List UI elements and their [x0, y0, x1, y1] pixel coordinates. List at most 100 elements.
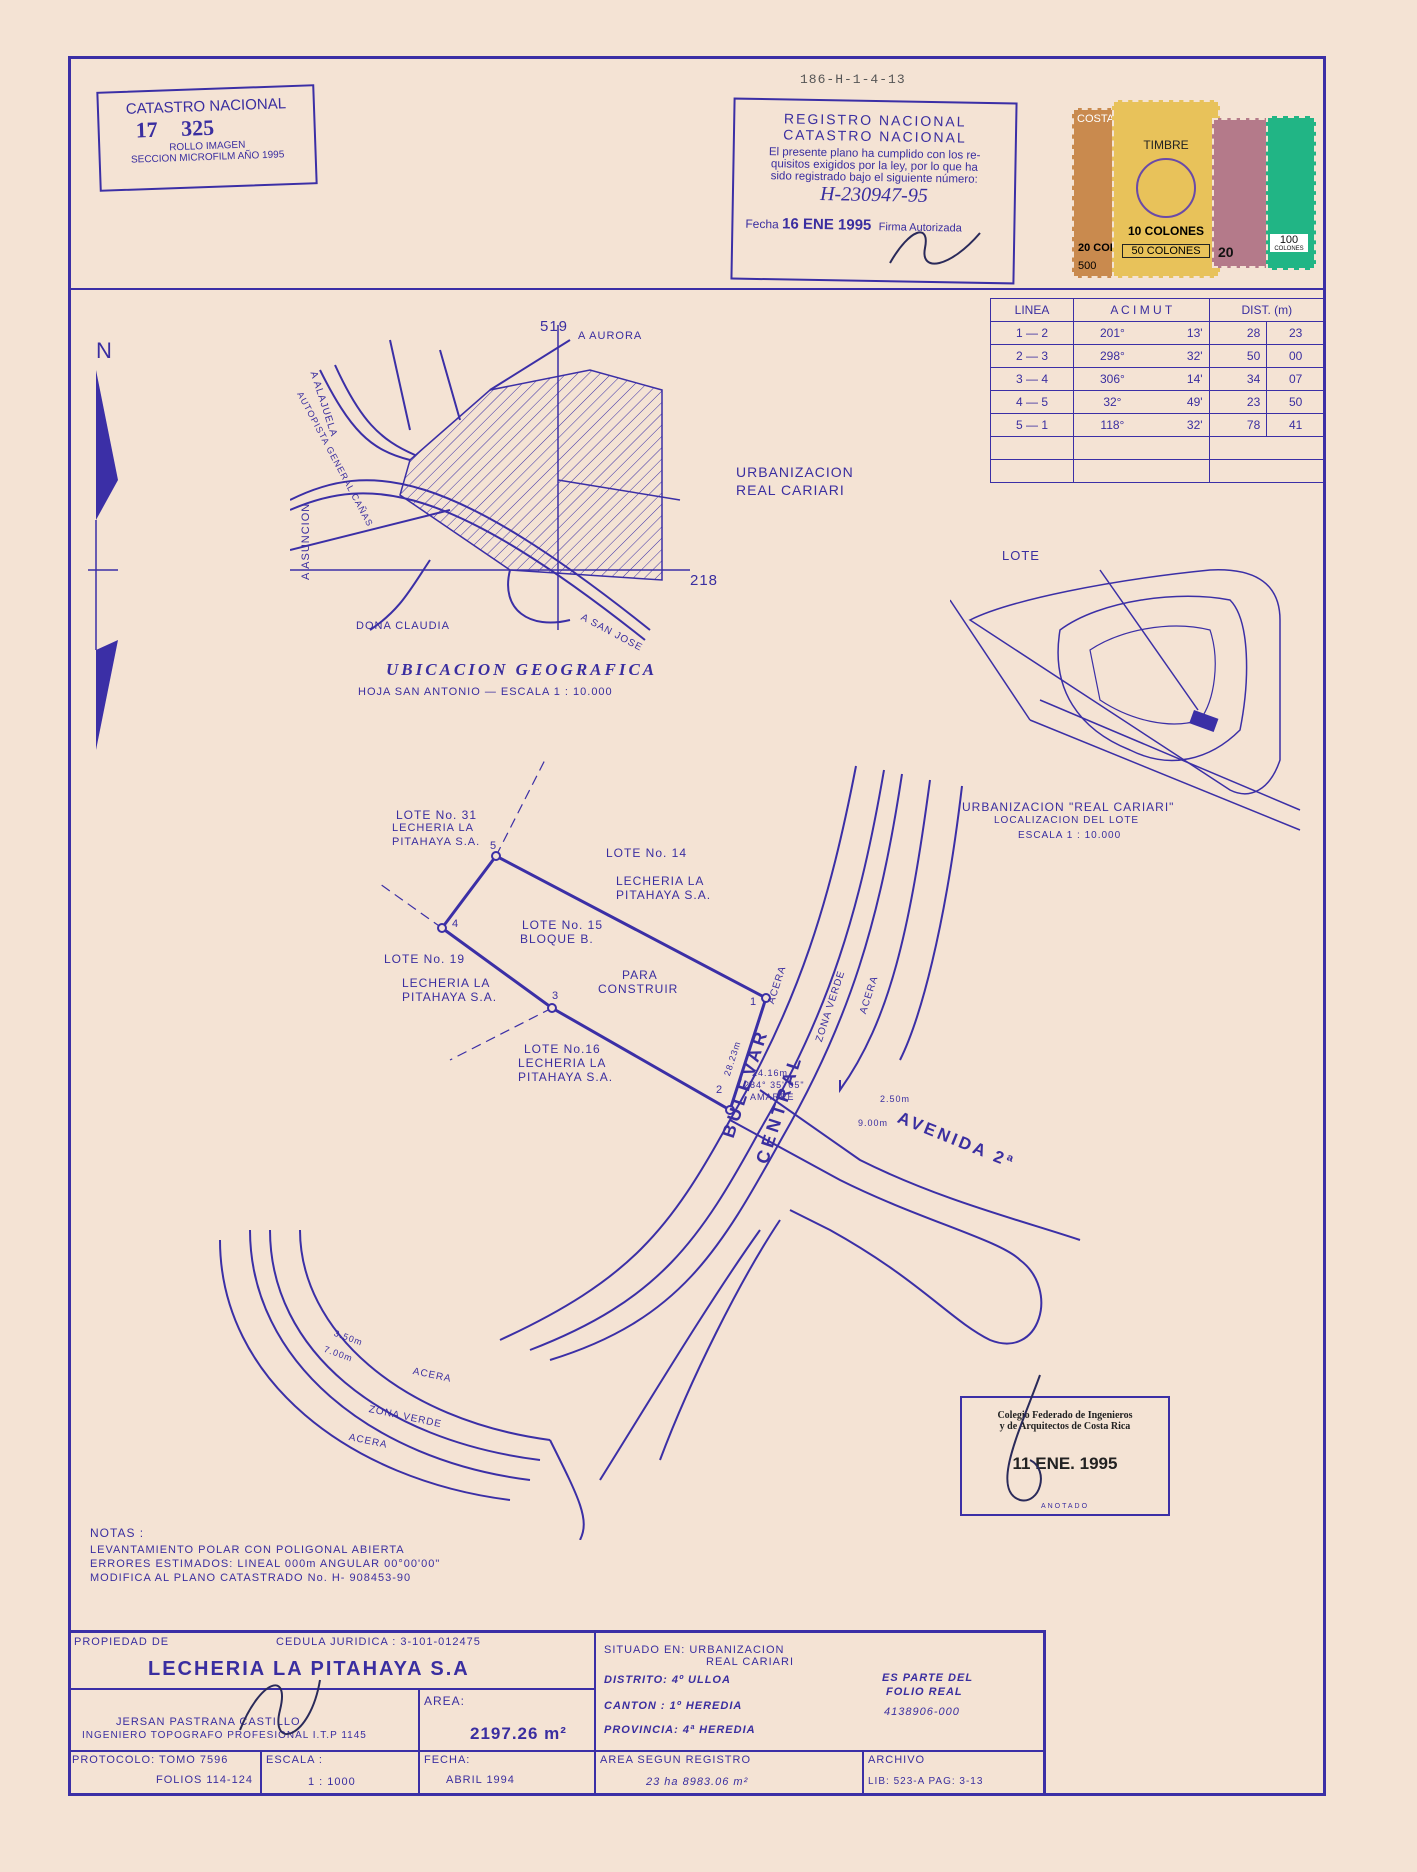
- row-grados: 32°: [1072, 390, 1151, 414]
- fiscal-stamp-50-value: 50 COLONES: [1122, 244, 1210, 258]
- row-linea: 2 — 3: [990, 344, 1074, 368]
- row-linea: 4 — 5: [990, 390, 1074, 414]
- row-centimetros: 23: [1266, 321, 1325, 345]
- engineer-title: INGENIERO TOPOGRAFO PROFESIONAL I.T.P 11…: [82, 1730, 367, 1741]
- azimuth-table: LINEA A C I M U T DIST. (m) 1 — 2 201° 1…: [990, 298, 1326, 483]
- width-900: 9.00m: [858, 1118, 889, 1128]
- row-grados: 201°: [1072, 321, 1151, 345]
- fiscal-stamp-10: TIMBRE 10 COLONES 50 COLONES: [1112, 100, 1220, 278]
- lote-14-owner-1: LECHERIA LA: [616, 874, 705, 888]
- lote-16-label: LOTE No.16: [524, 1042, 601, 1056]
- situado-label: SITUADO EN: URBANIZACION: [604, 1644, 785, 1656]
- row-metros: 28: [1208, 321, 1268, 345]
- folio-real-number: 4138906-000: [884, 1706, 960, 1718]
- construir-label: CONSTRUIR: [598, 982, 679, 996]
- engineer-signature-icon: [239, 1679, 321, 1735]
- area-registro-label: AREA SEGUN REGISTRO: [600, 1754, 752, 1766]
- row-linea: 1 — 2: [990, 321, 1074, 345]
- row-centimetros: 41: [1266, 413, 1325, 437]
- archivo-label: ARCHIVO: [868, 1754, 926, 1766]
- cedula-juridica: CEDULA JURIDICA : 3-101-012475: [276, 1636, 481, 1648]
- real-cariari-label: REAL CARIARI: [736, 482, 845, 498]
- folio-real-line-1: ES PARTE DEL: [882, 1672, 974, 1684]
- colegio-signature-icon: [1006, 1374, 1042, 1502]
- plan-code: 186-H-1-4-13: [800, 72, 906, 87]
- amarre-label: AMARRE: [750, 1092, 795, 1102]
- row-linea: 5 — 1: [990, 413, 1074, 437]
- lote-label: LOTE: [1002, 548, 1040, 563]
- seal-icon: [1136, 158, 1196, 218]
- colegio-anotado: ANOTADO: [1040, 1503, 1090, 1510]
- title-block: [68, 1630, 1046, 1796]
- fiscal-stamp-100-value: 100: [1279, 234, 1299, 246]
- point-1: 1: [750, 996, 758, 1008]
- situado-value: REAL CARIARI: [706, 1656, 795, 1668]
- row-minutos: 13': [1150, 321, 1210, 345]
- ubicacion-subtitle: HOJA SAN ANTONIO — ESCALA 1 : 10.000: [358, 686, 613, 698]
- lote-31-owner-2: PITAHAYA S.A.: [392, 836, 481, 848]
- fiscal-stamp-500: 500: [1078, 260, 1097, 272]
- row-metros: 50: [1208, 344, 1268, 368]
- catastro-stamp: CATASTRO NACIONAL 17 325 ROLLO IMAGEN SE…: [96, 84, 318, 192]
- azimuth-header-linea: LINEA: [990, 298, 1074, 322]
- distrito: DISTRITO: 4º ULLOA: [604, 1674, 731, 1686]
- catastro-number-a: 17: [135, 116, 159, 143]
- lote-31-owner-1: LECHERIA LA: [392, 822, 474, 834]
- lote-15-label: LOTE No. 15: [522, 918, 604, 932]
- row-minutos: 32': [1150, 344, 1210, 368]
- lot-map-urb-label: URBANIZACION "REAL CARIARI": [962, 800, 1175, 814]
- azimuth-header-acimut: A C I M U T: [1073, 298, 1210, 322]
- owner-name: LECHERIA LA PITAHAYA S.A: [148, 1658, 470, 1680]
- lote-14-label: LOTE No. 14: [606, 846, 688, 860]
- azimuth-header-dist: DIST. (m): [1208, 298, 1326, 322]
- colegio-line-1: Colegio Federado de Ingenieros: [997, 1410, 1133, 1421]
- registro-fecha-label: Fecha: [745, 216, 779, 232]
- row-centimetros: 00: [1266, 344, 1325, 368]
- engineer-name: JERSAN PASTRANA CASTILLO: [116, 1716, 301, 1728]
- header-divider: [68, 288, 1326, 290]
- fiscal-stamp-10-value: 10 COLONES: [1127, 224, 1205, 238]
- dona-claudia-label: DONA CLAUDIA: [356, 620, 450, 632]
- row-centimetros: 50: [1266, 390, 1325, 414]
- escala-value: 1 : 1000: [308, 1776, 356, 1788]
- row-grados: 118°: [1072, 413, 1151, 437]
- lote-31-label: LOTE No. 31: [396, 808, 478, 822]
- table-row: 3 — 4 306° 14' 34 07: [990, 367, 1325, 391]
- row-minutos: 14': [1150, 367, 1210, 391]
- escala-label: ESCALA :: [266, 1754, 323, 1766]
- point-5: 5: [490, 840, 498, 852]
- lote-16-owner-1: LECHERIA LA: [518, 1056, 607, 1070]
- north-arrow-icon: [88, 370, 118, 750]
- point-2: 2: [716, 1084, 724, 1096]
- amarre-distance: 24.16m: [752, 1068, 789, 1078]
- nota-1: LEVANTAMIENTO POLAR CON POLIGONAL ABIERT…: [90, 1544, 405, 1556]
- colegio-line-2: y de Arquitectos de Costa Rica: [999, 1421, 1131, 1432]
- registro-signature-icon: [889, 231, 981, 265]
- lote-19-owner-1: LECHERIA LA: [402, 976, 491, 990]
- lote-19-label: LOTE No. 19: [384, 952, 466, 966]
- area-value: 2197.26 m²: [470, 1724, 567, 1743]
- row-grados: 298°: [1072, 344, 1151, 368]
- lote-14-owner-2: PITAHAYA S.A.: [616, 888, 712, 902]
- fecha-label: FECHA:: [424, 1754, 471, 1766]
- nota-2: ERRORES ESTIMADOS: LINEAL 000m ANGULAR 0…: [90, 1558, 441, 1570]
- north-label: N: [96, 338, 113, 363]
- lot-map-loc-label: LOCALIZACION DEL LOTE: [994, 815, 1140, 826]
- lote-15-bloque: BLOQUE B.: [520, 932, 594, 946]
- fiscal-stamp-20b-value: 20: [1218, 244, 1234, 260]
- area-registro-value: 23 ha 8983.06 m²: [646, 1776, 749, 1788]
- row-metros: 78: [1208, 413, 1268, 437]
- lot-location-map: [950, 569, 1301, 831]
- grid-label-top: 519: [540, 318, 569, 335]
- archivo-value: LIB: 523-A PAG: 3-13: [868, 1776, 984, 1787]
- table-row: 1 — 2 201° 13' 28 23: [990, 321, 1325, 345]
- a-aurora-label: A AURORA: [578, 330, 643, 342]
- notas-title: NOTAS :: [90, 1526, 145, 1540]
- folio-real-line-2: FOLIO REAL: [886, 1686, 963, 1698]
- plan-drawing: [219, 760, 1081, 1540]
- grid-label-right: 218: [690, 572, 719, 589]
- registro-fecha: 16 ENE 1995: [781, 215, 872, 234]
- point-4: 4: [452, 918, 460, 930]
- lote-19-owner-2: PITAHAYA S.A.: [402, 990, 498, 1004]
